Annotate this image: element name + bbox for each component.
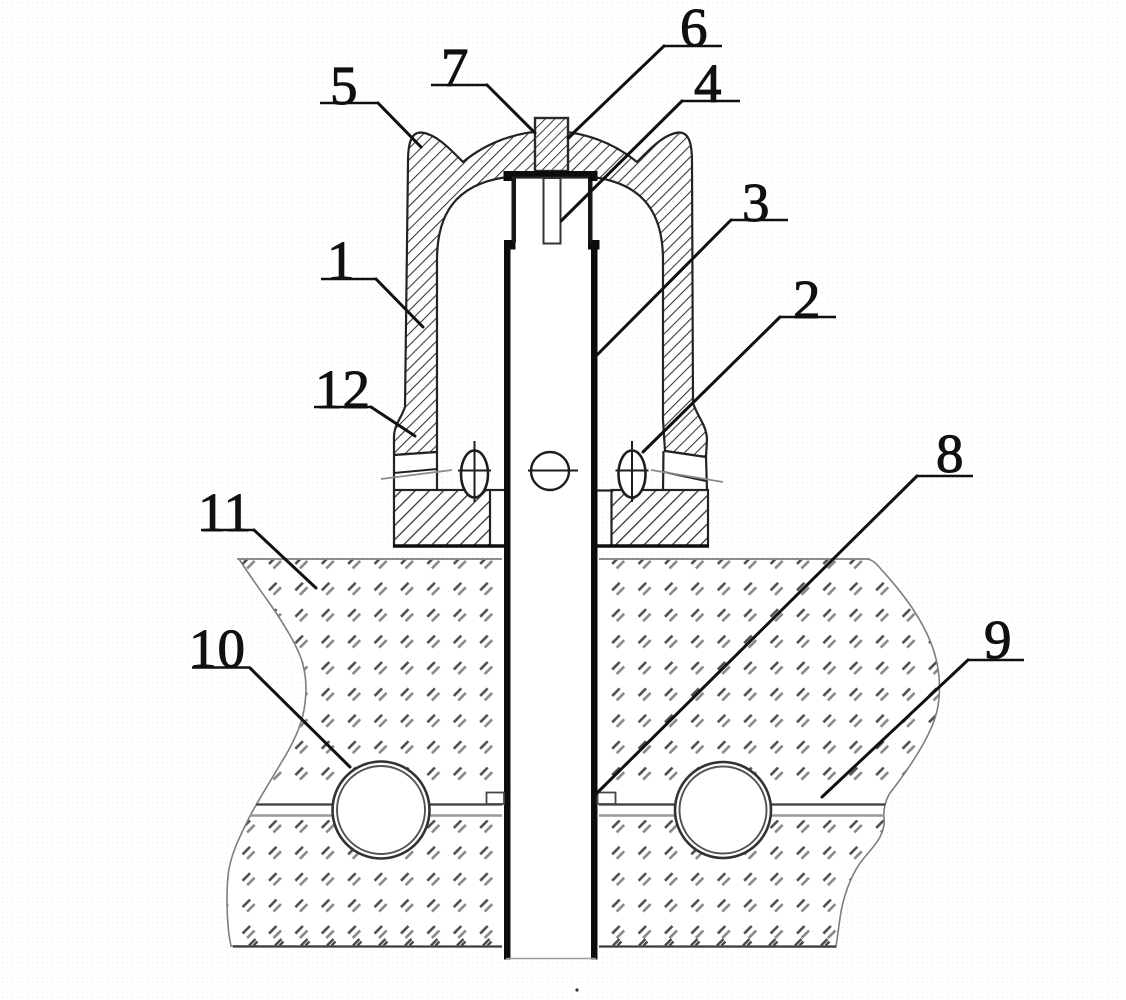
svg-text:8: 8 xyxy=(936,423,964,484)
svg-text:7: 7 xyxy=(441,37,469,98)
svg-text:12: 12 xyxy=(315,359,370,420)
svg-text:9: 9 xyxy=(984,609,1012,670)
svg-text:2: 2 xyxy=(793,269,821,330)
svg-text:4: 4 xyxy=(694,53,722,114)
svg-text:6: 6 xyxy=(680,0,708,58)
svg-text:11: 11 xyxy=(198,482,251,543)
svg-text:1: 1 xyxy=(327,230,355,291)
svg-text:3: 3 xyxy=(742,172,770,233)
svg-text:10: 10 xyxy=(189,618,245,679)
svg-text:5: 5 xyxy=(330,55,358,116)
